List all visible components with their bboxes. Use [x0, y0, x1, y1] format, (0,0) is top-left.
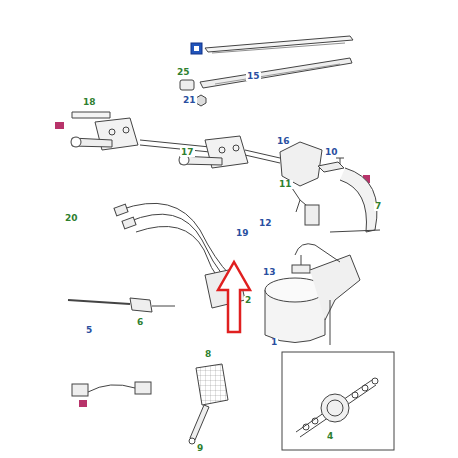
- callout-number: 7: [374, 202, 382, 211]
- callout-number: 4: [326, 432, 334, 441]
- callout-number: 18: [82, 98, 97, 107]
- callout-number: 19: [235, 229, 250, 238]
- callout-number: 10: [324, 148, 339, 157]
- callout-number: 8: [204, 350, 212, 359]
- callout-number: 9: [196, 444, 204, 453]
- callout-number: 5: [85, 326, 93, 335]
- callout-number: 12: [258, 219, 273, 228]
- callout-number: 16: [276, 137, 291, 146]
- callout-number: 6: [136, 318, 144, 327]
- callout-number: 15: [246, 72, 261, 81]
- callout-number: 17: [180, 148, 195, 157]
- callout-number: 20: [64, 214, 79, 223]
- callout-number: 2: [244, 296, 252, 305]
- callout-number: 1: [270, 338, 278, 347]
- callout-number: 13: [262, 268, 277, 277]
- callout-number: 25: [176, 68, 191, 77]
- callout-number: 21: [182, 96, 197, 105]
- callout-number: 11: [278, 180, 293, 189]
